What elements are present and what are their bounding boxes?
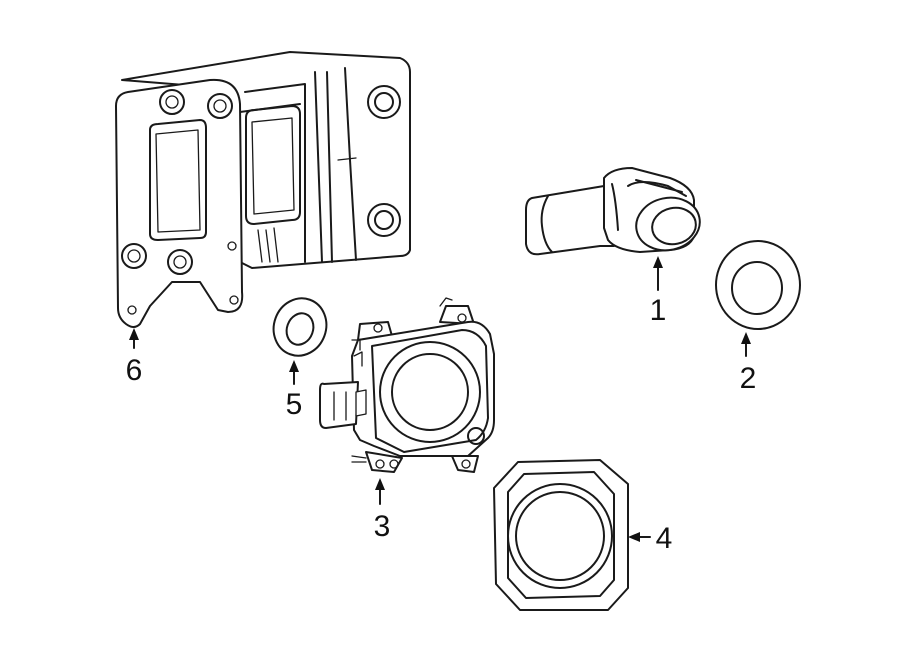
mounting-bracket-part (115, 51, 411, 328)
radar-sensor-module-part (319, 297, 495, 473)
callout-4: 4 (656, 522, 673, 555)
callout-3: 3 (374, 510, 391, 543)
callout-1: 1 (650, 294, 667, 327)
callout-arrows (129, 256, 751, 542)
callout-5: 5 (286, 388, 303, 421)
sensor-seal-ring-part (715, 240, 801, 330)
sensor-bezel-part (493, 459, 629, 611)
washer-seal-part (272, 297, 328, 357)
callout-6: 6 (126, 354, 143, 387)
callout-2: 2 (740, 362, 757, 395)
parking-sensor-part (525, 167, 701, 256)
